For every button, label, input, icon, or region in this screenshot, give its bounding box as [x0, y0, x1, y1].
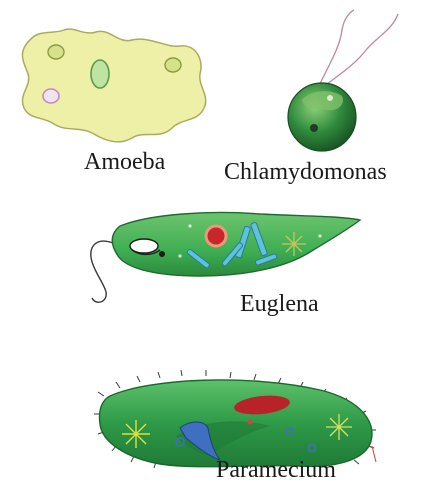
label-euglena: Euglena — [240, 292, 319, 316]
chlamydomonas-flagellum — [322, 14, 398, 88]
amoeba-vacuole — [165, 58, 181, 72]
euglena-granule — [318, 234, 321, 237]
paramecium-trichocyst — [372, 446, 376, 462]
chlamydomonas-eyespot — [310, 124, 318, 132]
paramecium-contractile-vacuole — [122, 420, 150, 448]
amoeba-food-vacuole — [43, 89, 59, 103]
label-paramecium: Paramecium — [216, 458, 336, 482]
chlamydomonas-pyrenoid — [327, 95, 333, 101]
amoeba-vacuole — [48, 45, 64, 59]
euglena-gullet — [130, 239, 160, 255]
label-chlamydomonas: Chlamydomonas — [224, 160, 387, 184]
euglena-nucleus — [206, 226, 226, 246]
chlamydomonas — [288, 10, 398, 151]
amoeba — [22, 29, 205, 142]
euglena-granule — [188, 224, 191, 227]
amoeba-body — [22, 29, 205, 142]
chlamydomonas-flagellum — [318, 10, 354, 88]
euglena-granule — [178, 254, 181, 257]
euglena-eyespot — [159, 251, 165, 257]
paramecium — [94, 370, 376, 468]
paramecium-micronucleus — [248, 420, 253, 425]
amoeba-nucleus — [91, 60, 109, 88]
euglena — [91, 213, 360, 303]
label-amoeba: Amoeba — [84, 150, 165, 174]
